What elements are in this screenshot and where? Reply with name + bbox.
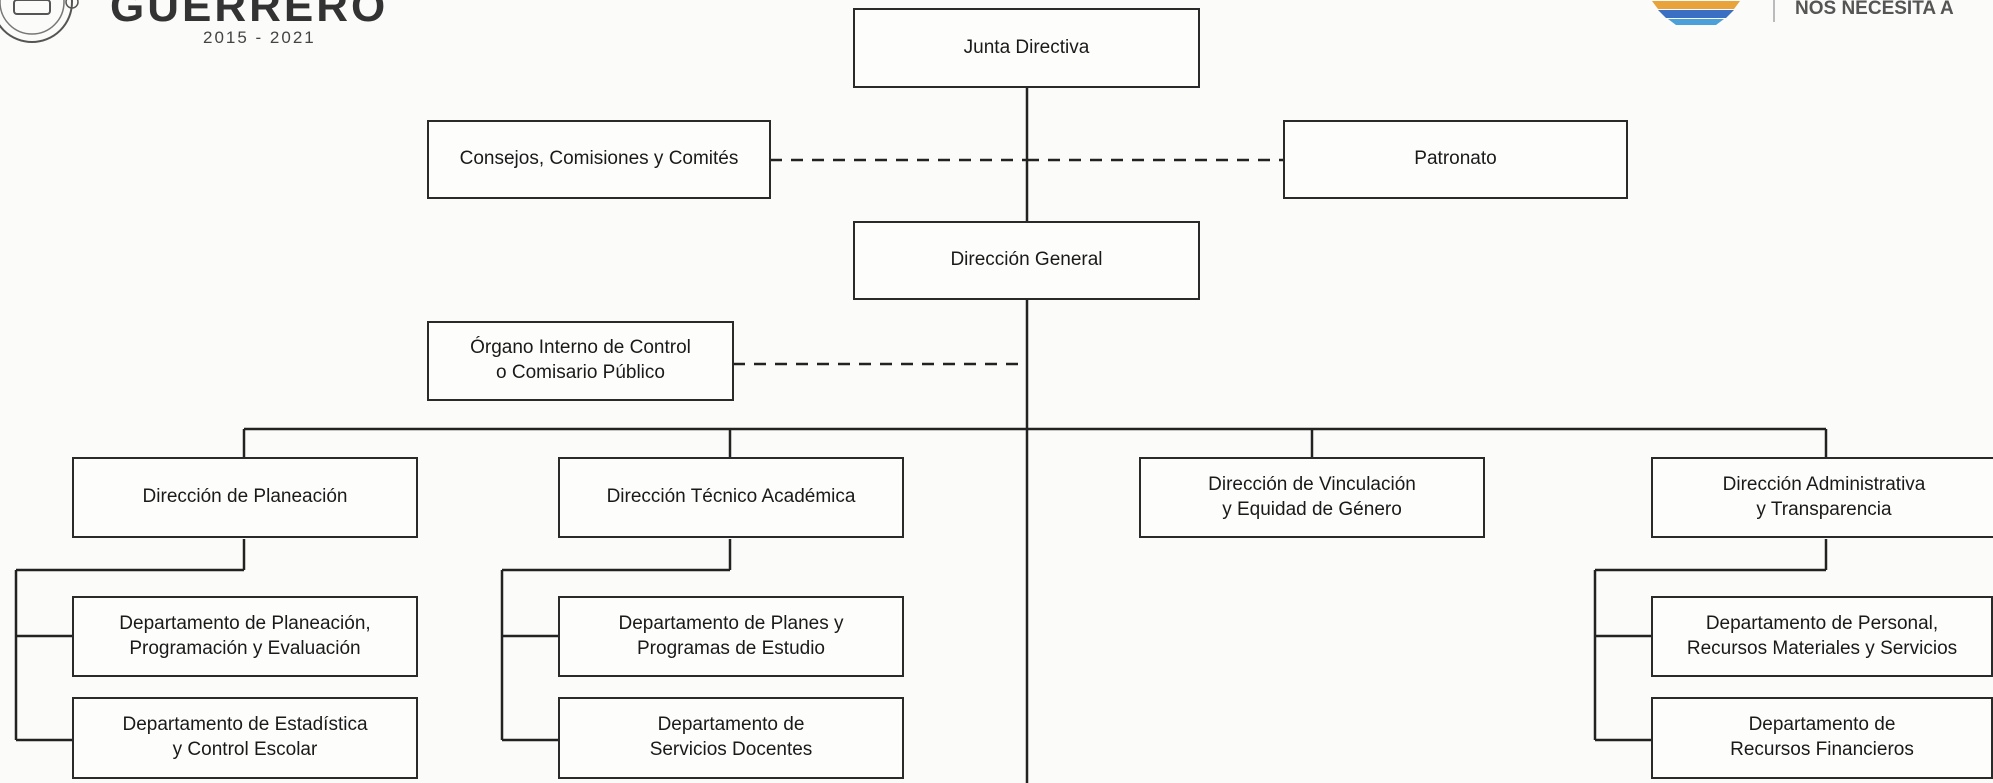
dep-financieros-label: Departamento de Recursos Financieros — [1730, 714, 1914, 760]
direccion-general-box: Dirección General — [853, 221, 1200, 300]
dep-estadistica-box: Departamento de Estadística y Control Es… — [72, 697, 418, 779]
brand-name: GUERRERO — [110, 0, 389, 31]
dep-servicios-docentes-box: Departamento de Servicios Docentes — [558, 697, 904, 779]
dep-personal-label: Departamento de Personal, Recursos Mater… — [1686, 612, 1958, 659]
dir-tecnico-academica-label: Dirección Técnico Académica — [606, 486, 856, 508]
guerrero-colors-logo-icon — [1652, 1, 1740, 25]
direccion-general-label: Dirección General — [950, 249, 1103, 271]
dep-planeacion-box: Departamento de Planeación, Programación… — [72, 596, 418, 677]
dir-tecnico-academica-box: Dirección Técnico Académica — [558, 457, 904, 538]
junta-directiva-box: Junta Directiva — [853, 8, 1200, 88]
dir-administrativa-label: Dirección Administrativa y Transparencia — [1722, 473, 1926, 520]
dir-vinculacion-label: Dirección de Vinculación y Equidad de Gé… — [1208, 473, 1416, 520]
dep-estadistica-label: Departamento de Estadística y Control Es… — [122, 714, 368, 760]
dep-planes-label: Departamento de Planes y Programas de Es… — [618, 612, 844, 659]
dep-planeacion-label: Departamento de Planeación, Programación… — [119, 612, 371, 659]
dep-personal-box: Departamento de Personal, Recursos Mater… — [1651, 596, 1993, 677]
dep-planes-box: Departamento de Planes y Programas de Es… — [558, 596, 904, 677]
dir-administrativa-box: Dirección Administrativa y Transparencia — [1651, 457, 1993, 538]
patronato-label: Patronato — [1414, 148, 1497, 170]
junta-directiva-label: Junta Directiva — [963, 36, 1090, 58]
organo-control-label: Órgano Interno de Control o Comisario Pú… — [470, 337, 691, 383]
organo-control-box: Órgano Interno de Control o Comisario Pú… — [427, 321, 734, 401]
slogan-text: NOS NECESITA A — [1795, 0, 1954, 19]
state-seal-icon — [0, 0, 79, 43]
dir-planeacion-label: Dirección de Planeación — [142, 486, 348, 508]
government-period: 2015 - 2021 — [203, 28, 316, 47]
consejos-box: Consejos, Comisiones y Comités — [427, 120, 771, 199]
dir-planeacion-box: Dirección de Planeación — [72, 457, 418, 538]
dir-vinculacion-box: Dirección de Vinculación y Equidad de Gé… — [1139, 457, 1485, 538]
dep-servicios-docentes-label: Departamento de Servicios Docentes — [649, 714, 813, 760]
dep-financieros-box: Departamento de Recursos Financieros — [1651, 697, 1993, 779]
consejos-label: Consejos, Comisiones y Comités — [459, 148, 739, 170]
patronato-box: Patronato — [1283, 120, 1628, 199]
slogan-divider — [1773, 0, 1775, 22]
